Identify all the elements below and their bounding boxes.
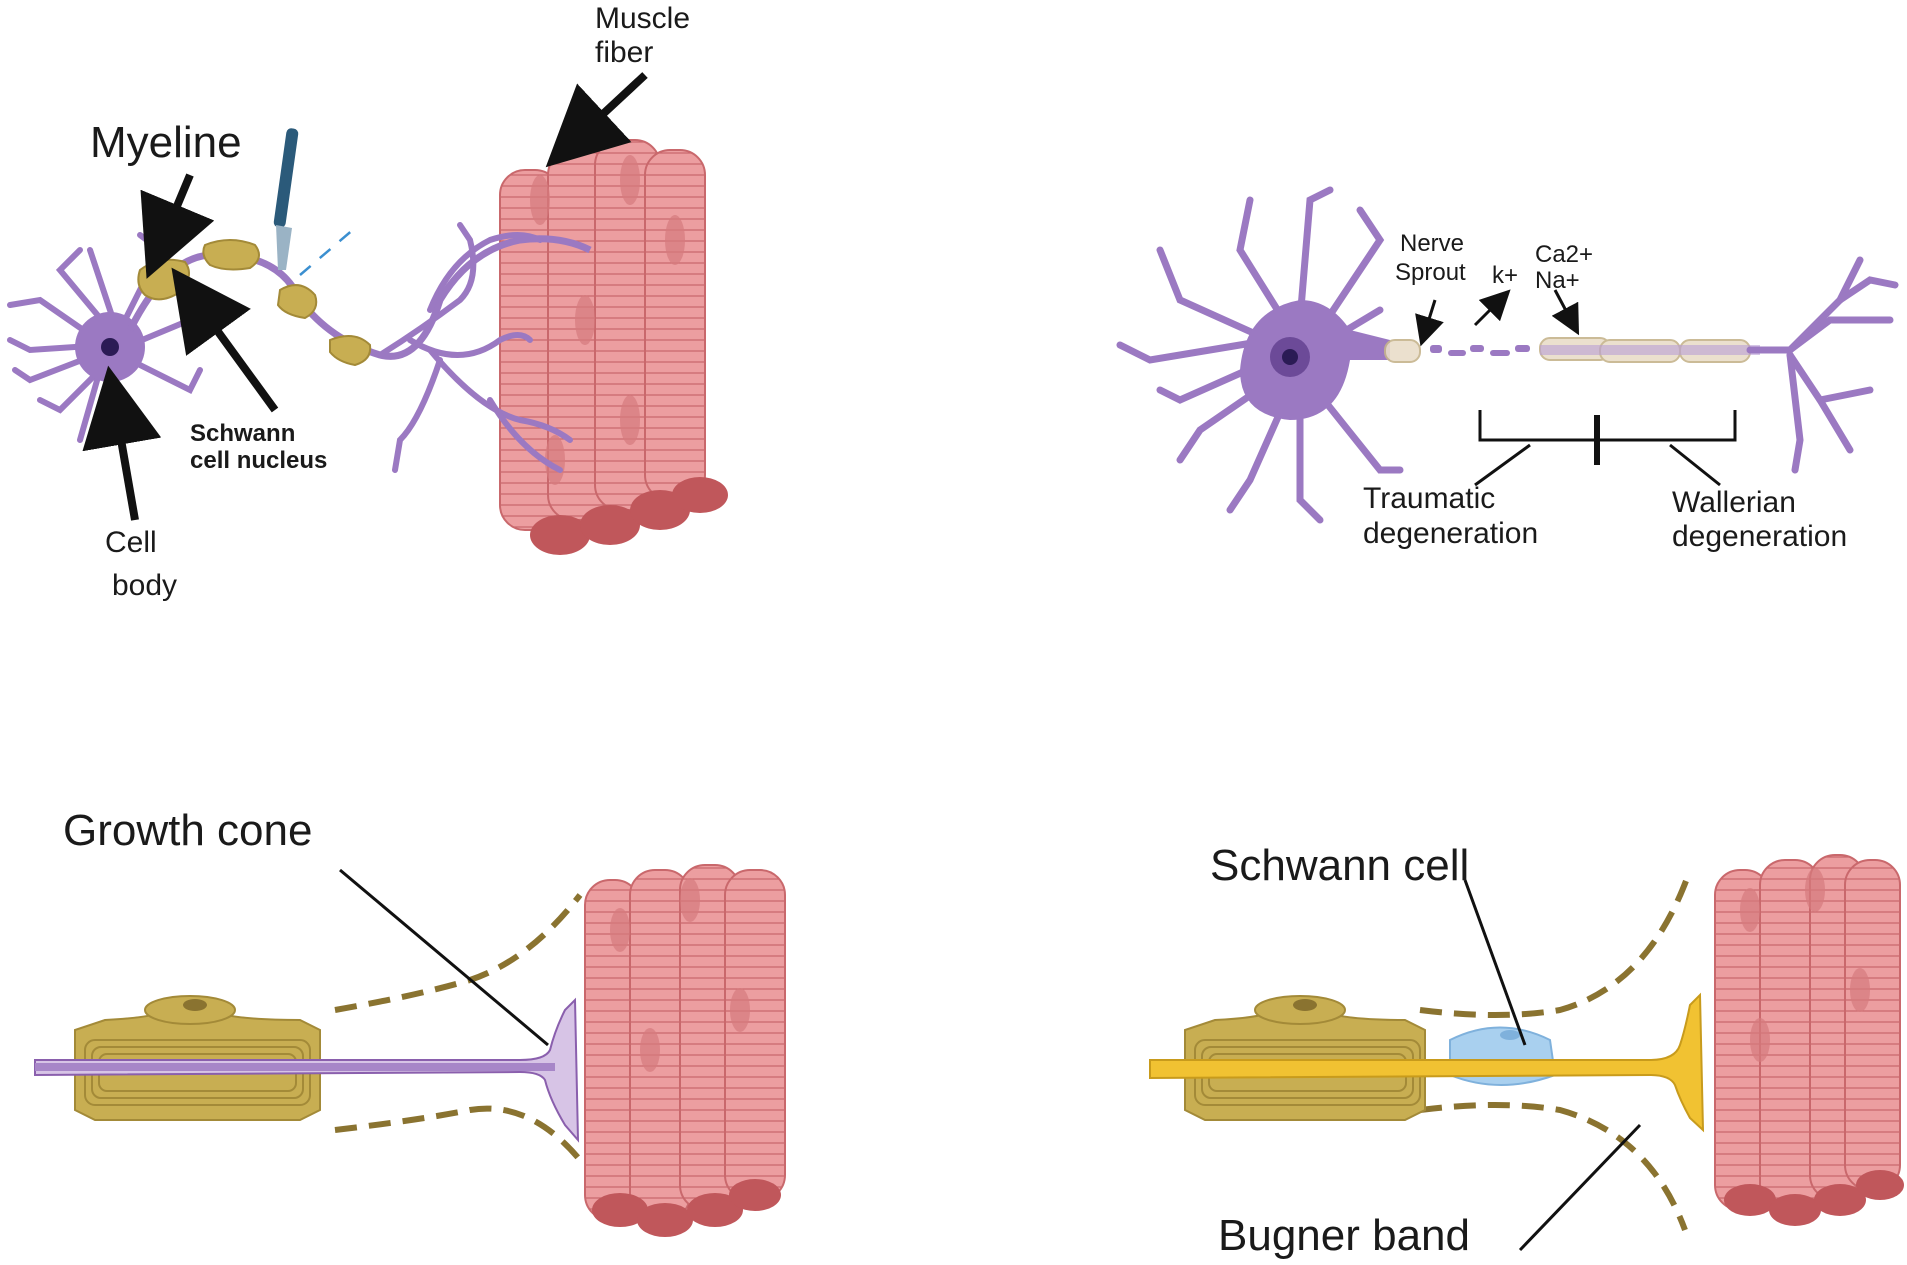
wallerian-label-line2: degeneration xyxy=(1672,520,1847,553)
myelin-sheath-d xyxy=(1184,995,1426,1121)
axon-terminals-a xyxy=(377,222,573,473)
muscle-fiber-label-line1: Muscle xyxy=(595,2,690,35)
cell-body-label-line1: Cell xyxy=(105,526,157,559)
cut-line xyxy=(299,227,356,276)
schwann-cell-label: Schwann cell xyxy=(1210,841,1469,890)
regeneration-tube-c xyxy=(334,893,583,1162)
nerve-sprout-label-line2: Sprout xyxy=(1395,259,1466,286)
regenerating-axon-d xyxy=(1149,992,1705,1133)
growth-cone-pointer xyxy=(339,868,549,1047)
panel-a: Muscle fiber Myeline Schwann cell nucleu… xyxy=(7,2,728,602)
neuron-cell-body-b xyxy=(1116,186,1404,524)
ca-na-arrow xyxy=(1551,289,1580,336)
k-plus-arrow xyxy=(1473,289,1511,327)
schwann-cell-pointer xyxy=(1463,879,1527,1046)
muscle-fiber-arrow xyxy=(545,72,648,168)
panel-b: Nerve Sprout k+ Ca2+ Na+ Traumatic degen… xyxy=(1116,186,1899,553)
growth-cone-label: Growth cone xyxy=(63,806,312,855)
nerve-sprout-arrow xyxy=(1415,299,1444,347)
axon-fragments-b xyxy=(1430,345,1530,356)
neuron-soma-b xyxy=(1240,300,1390,420)
degeneration-bracket xyxy=(1474,410,1737,487)
myeline-arrow xyxy=(140,173,215,279)
k-plus-label: k+ xyxy=(1492,262,1518,289)
traumatic-label-line2: degeneration xyxy=(1363,517,1538,550)
myelin-segments-a xyxy=(137,239,372,367)
na-plus-label: Na+ xyxy=(1535,267,1580,294)
muscle-fiber-bundle-d xyxy=(1714,854,1904,1226)
myelin-sheath-c xyxy=(74,995,321,1121)
nerve-sprout-label-line1: Nerve xyxy=(1400,230,1464,257)
wallerian-label-line1: Wallerian xyxy=(1672,486,1796,519)
muscle-fiber-label-line2: fiber xyxy=(595,36,653,69)
myeline-label: Myeline xyxy=(90,118,242,167)
axon-terminals-b xyxy=(1746,256,1899,474)
bugner-band-label: Bugner band xyxy=(1218,1211,1470,1260)
cell-body-label-line2: body xyxy=(112,569,177,602)
traumatic-label-line1: Traumatic xyxy=(1363,482,1495,515)
panel-d: Schwann cell Bugner band xyxy=(1149,841,1904,1260)
scalpel-icon xyxy=(273,128,299,270)
panel-c: Growth cone xyxy=(34,806,786,1237)
cell-body-arrow xyxy=(82,365,162,521)
schwann-nucleus-label-line2: cell nucleus xyxy=(190,447,327,474)
ca2-plus-label: Ca2+ xyxy=(1535,241,1593,268)
bugner-band-pointer xyxy=(1518,1123,1642,1252)
muscle-fiber-bundle-c xyxy=(584,864,786,1237)
schwann-nucleus-arrow xyxy=(171,267,279,413)
bugner-band-tubes-d xyxy=(1419,869,1693,1232)
schwann-nucleus-label-line1: Schwann xyxy=(190,420,295,447)
muscle-fiber-bundle-a xyxy=(499,139,728,555)
